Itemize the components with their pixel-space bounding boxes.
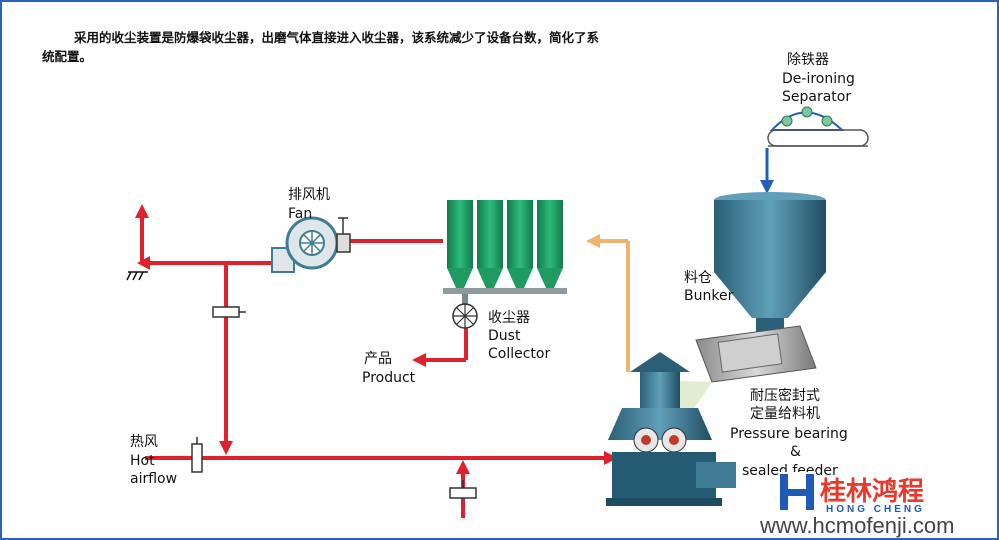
- gas-pipes: [140, 215, 610, 518]
- return-duct: [598, 239, 630, 372]
- intro-text: 采用的收尘装置是防爆袋收尘器，出磨气体直接进入收尘器，该系统减少了设备台数，简化…: [42, 30, 600, 64]
- product-label-cn: 产品: [364, 351, 392, 367]
- return-arrow: [586, 234, 600, 248]
- feeder-label-cn1: 耐压密封式: [750, 387, 820, 404]
- brand-name-cn: 桂林鸿程: [820, 476, 924, 507]
- product-arrow: [412, 353, 426, 367]
- hot-air-label-en2: airflow: [130, 471, 177, 487]
- up-arrow: [456, 460, 470, 474]
- bunker-label-cn: 料仓: [684, 270, 712, 286]
- dust-collector-label-en2: Collector: [488, 346, 550, 362]
- brand-logo: 桂林鸿程 HONG CHENG: [778, 472, 925, 515]
- feeder-label-en2: &: [790, 444, 801, 460]
- website-url: www.hcmofenji.com: [759, 513, 954, 538]
- left-arrow: [137, 256, 150, 270]
- deironing-separator-icon: [767, 106, 869, 147]
- feed-arrow: [760, 148, 774, 194]
- pipe-arrows: [135, 204, 618, 474]
- bunker-label-en: Bunker: [684, 288, 734, 304]
- feeder-label-en1: Pressure bearing: [730, 426, 848, 442]
- damper-valve-3: [449, 480, 477, 499]
- brand-name-en: HONG CHENG: [826, 504, 925, 515]
- dust-collector-label-en1: Dust: [488, 328, 521, 344]
- fan-icon: [271, 216, 351, 273]
- dust-collector-label-cn: 收尘器: [488, 310, 530, 326]
- deironing-label-en2: Separator: [782, 89, 851, 105]
- feeder-label-cn2: 定量给料机: [750, 406, 820, 422]
- deironing-label-cn: 除铁器: [787, 52, 829, 68]
- roller-mill-icon: [606, 352, 736, 506]
- hot-air-label-cn: 热风: [130, 434, 158, 450]
- damper-valve-1: [212, 306, 246, 318]
- exhaust-arrow: [135, 204, 149, 218]
- hot-air-arrow: [604, 451, 618, 465]
- fan-label-en: Fan: [288, 206, 312, 222]
- product-label-en: Product: [362, 370, 416, 386]
- hot-air-label-en1: Hot: [130, 453, 155, 469]
- down-arrow: [219, 441, 233, 455]
- dust-collector-icon: [443, 200, 567, 329]
- deironing-label-en1: De-ironing: [782, 71, 855, 87]
- damper-valve-2: [191, 437, 203, 473]
- ground-symbol: [126, 271, 148, 281]
- fan-label-cn: 排风机: [288, 187, 330, 203]
- bunker-icon: [714, 192, 826, 332]
